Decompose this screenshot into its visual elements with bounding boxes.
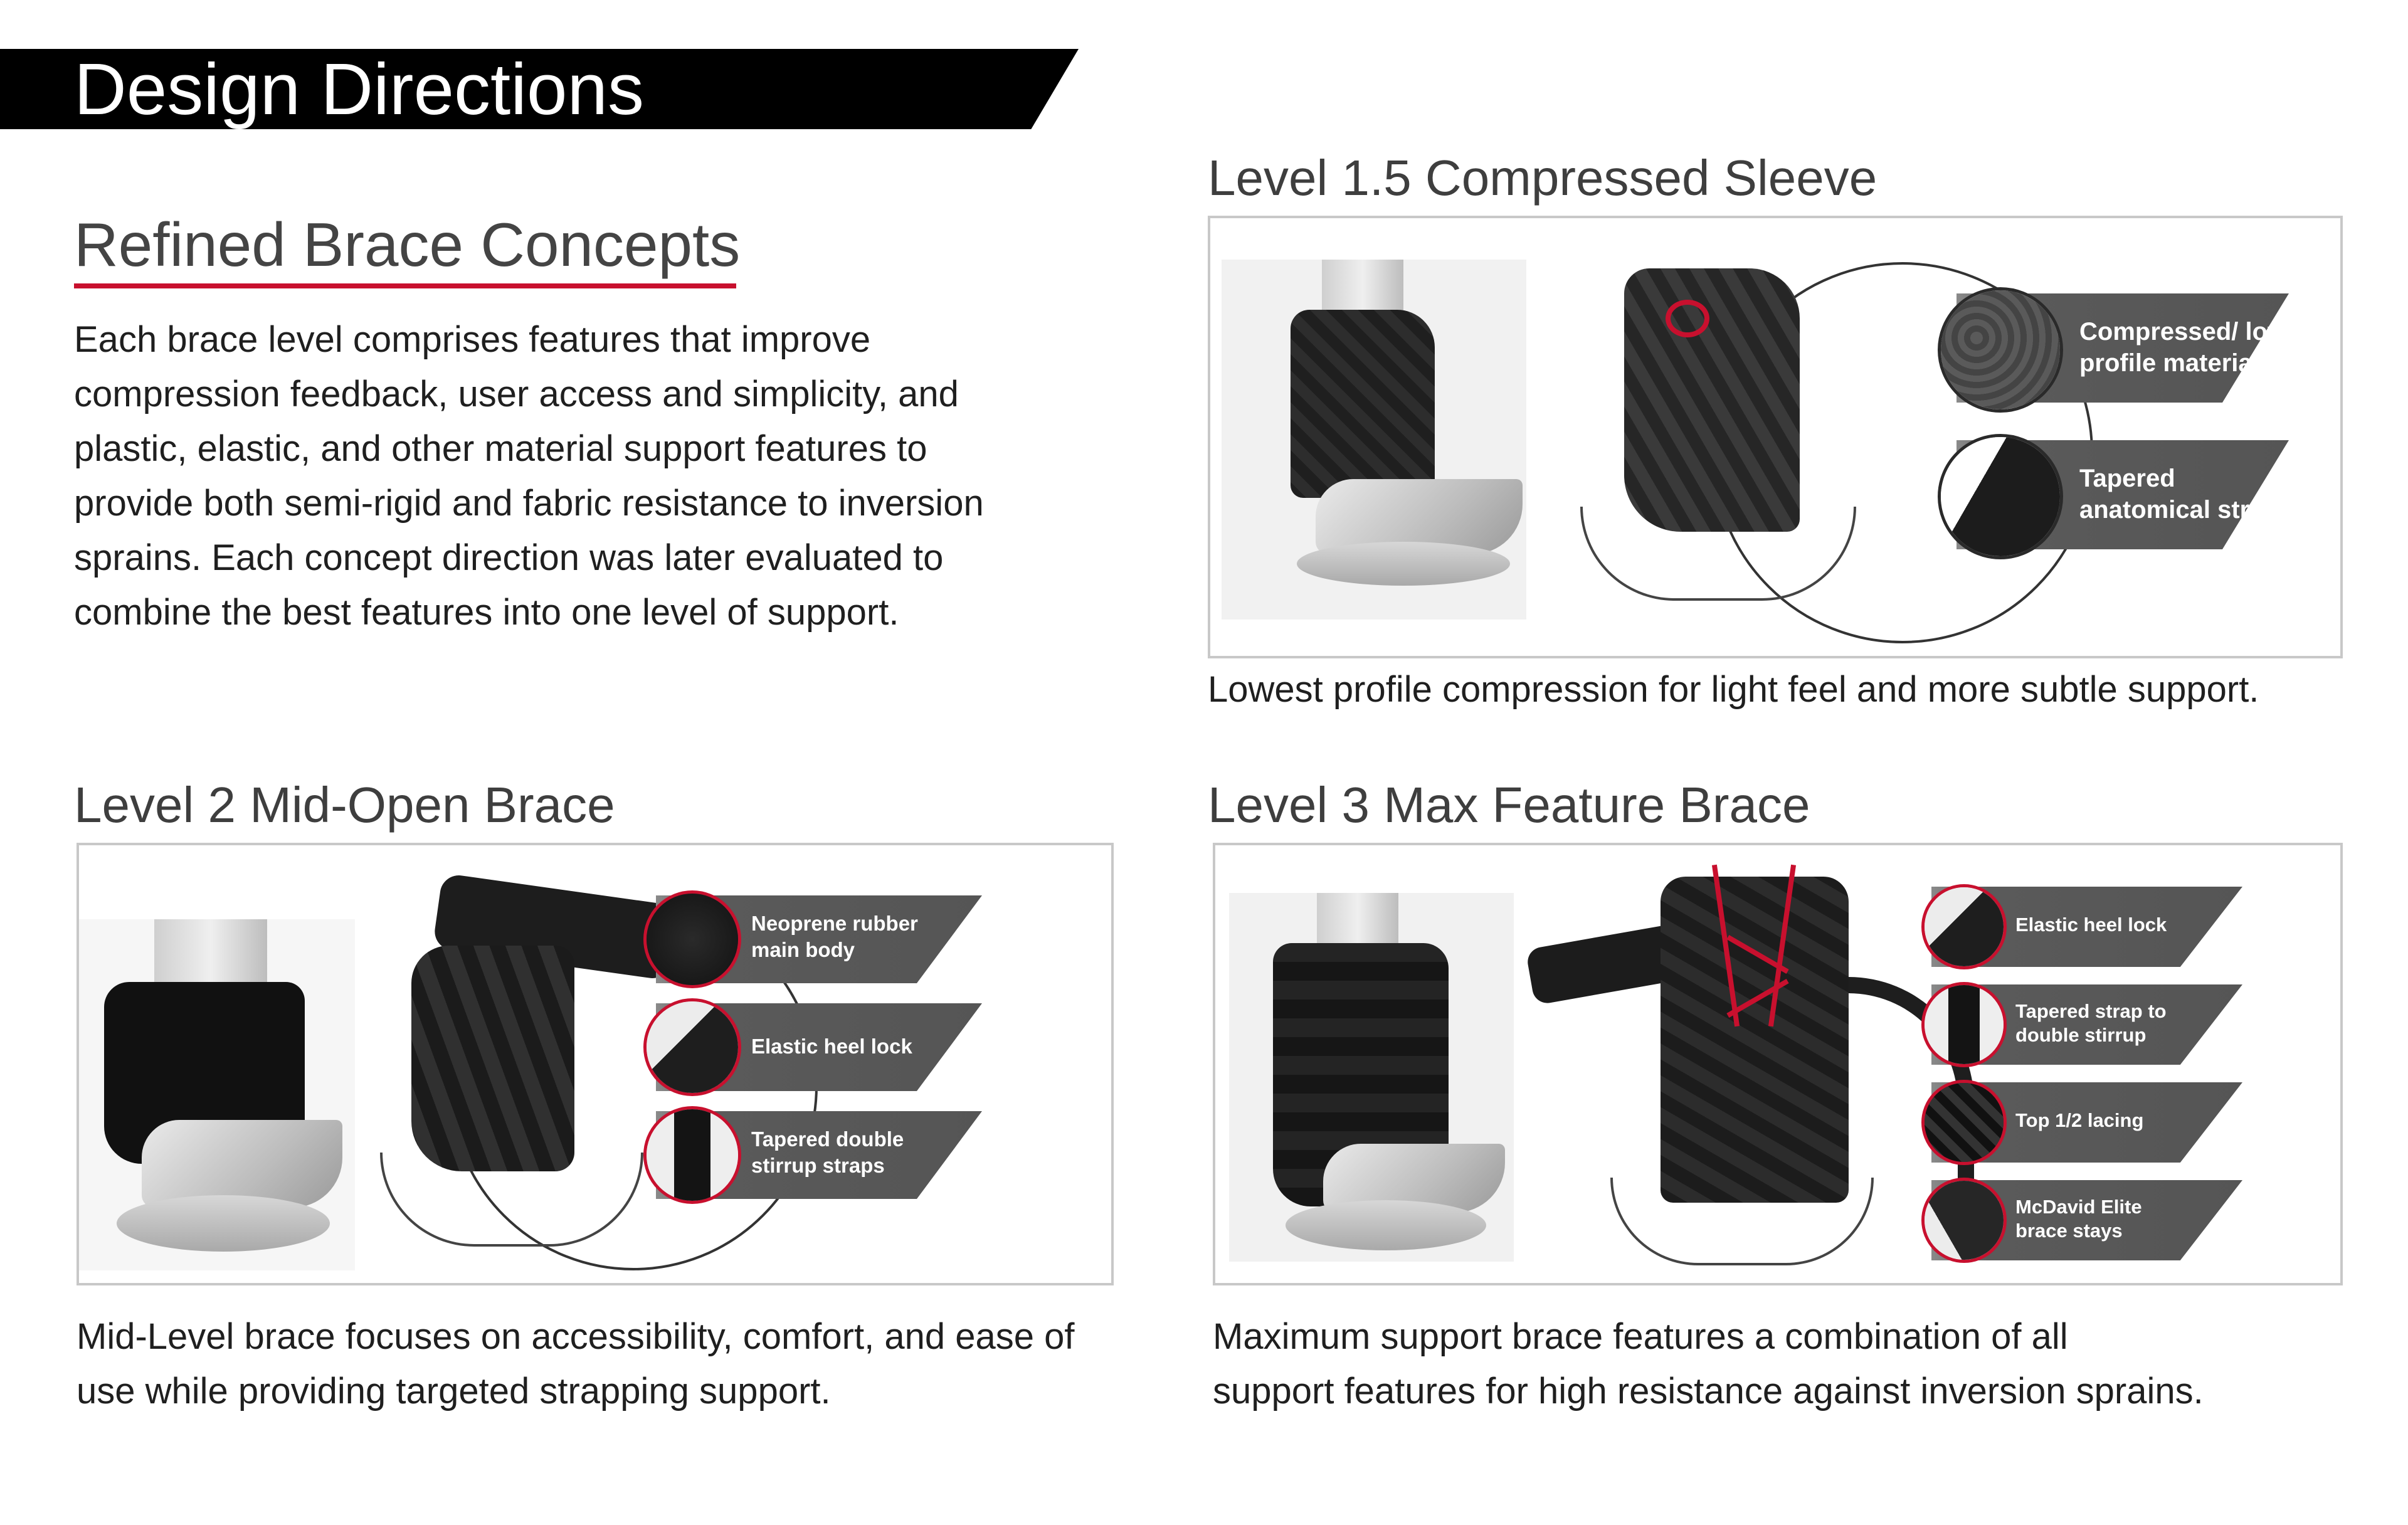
level3-callout-lacing: Top 1/2 lacing bbox=[1921, 1080, 2242, 1165]
neoprene-icon bbox=[643, 890, 741, 988]
level15-callout-compressed: Compressed/ low profile material bbox=[1938, 287, 2289, 413]
callout-label: double stirrup bbox=[2015, 1024, 2147, 1046]
lacing-icon bbox=[1921, 1080, 2007, 1165]
intro-line: sprains. Each concept direction was late… bbox=[74, 537, 944, 578]
callout-label: anatomical strap bbox=[2079, 496, 2279, 524]
callout-label: profile material bbox=[2079, 349, 2259, 377]
level3-callout-heel-lock: Elastic heel lock bbox=[1921, 884, 2242, 969]
callout-label: Tapered strap to bbox=[2015, 1000, 2167, 1022]
level3-panel: Elastic heel lock Tapered strap to doubl… bbox=[1213, 843, 2343, 1285]
intro-line: compression feedback, user access and si… bbox=[74, 374, 959, 414]
tapered-strap-icon bbox=[1921, 982, 2007, 1067]
callout-label: Neoprene rubber bbox=[751, 912, 918, 935]
callout-label: Elastic heel lock bbox=[2015, 914, 2167, 936]
level2-product-photo bbox=[79, 919, 355, 1270]
intro-line: plastic, elastic, and other material sup… bbox=[74, 428, 927, 469]
level2-callout-stirrup: Tapered double stirrup straps bbox=[643, 1106, 982, 1204]
intro-paragraph: Each brace level comprises features that… bbox=[74, 312, 1127, 640]
callout-label: Tapered bbox=[2079, 465, 2175, 492]
caption-line: Maximum support brace features a combina… bbox=[1213, 1316, 2068, 1357]
level2-callout-heel-lock: Elastic heel lock bbox=[643, 998, 982, 1096]
level15-heading: Level 1.5 Compressed Sleeve bbox=[1208, 150, 1877, 206]
level3-caption: Maximum support brace features a combina… bbox=[1213, 1309, 2392, 1418]
section-underline bbox=[74, 283, 736, 288]
level2-panel: Neoprene rubber main body Elastic heel l… bbox=[77, 843, 1114, 1285]
caption-line: Lowest profile compression for light fee… bbox=[1208, 669, 2259, 710]
callout-label: Elastic heel lock bbox=[751, 1035, 912, 1058]
level15-product-photo bbox=[1222, 260, 1526, 620]
callout-label: McDavid Elite bbox=[2015, 1196, 2142, 1218]
level3-product-photo bbox=[1229, 893, 1514, 1262]
level15-brace-sketch bbox=[1543, 243, 2093, 645]
level3-heading: Level 3 Max Feature Brace bbox=[1208, 777, 1810, 833]
callout-label: Tapered double bbox=[751, 1127, 904, 1151]
level2-callout-neoprene: Neoprene rubber main body bbox=[643, 890, 982, 988]
callout-label: stirrup straps bbox=[751, 1154, 885, 1177]
caption-line: Mid-Level brace focuses on accessibility… bbox=[77, 1316, 1075, 1357]
level15-caption: Lowest profile compression for light fee… bbox=[1208, 662, 2387, 717]
level2-heading: Level 2 Mid-Open Brace bbox=[74, 777, 615, 833]
caption-line: support features for high resistance aga… bbox=[1213, 1371, 2204, 1412]
section-title: Refined Brace Concepts bbox=[74, 210, 741, 279]
tapered-strap-icon bbox=[1938, 434, 2063, 559]
intro-line: Each brace level comprises features that… bbox=[74, 319, 871, 360]
level2-brace-sketch bbox=[342, 873, 818, 1272]
caption-line: use while providing targeted strapping s… bbox=[77, 1371, 831, 1412]
level3-callout-tapered-strap: Tapered strap to double stirrup bbox=[1921, 982, 2242, 1067]
page-title: Design Directions bbox=[74, 48, 645, 130]
level15-callout-tapered: Tapered anatomical strap bbox=[1938, 434, 2289, 559]
intro-line: combine the best features into one level… bbox=[74, 592, 899, 633]
callout-label: main body bbox=[751, 938, 855, 961]
level15-panel: Compressed/ low profile material Tapered… bbox=[1208, 216, 2343, 658]
brace-stays-icon bbox=[1921, 1178, 2007, 1263]
compressed-material-icon bbox=[1938, 287, 2063, 413]
level3-callout-stays: McDavid Elite brace stays bbox=[1921, 1178, 2242, 1263]
heel-lock-icon bbox=[643, 998, 741, 1096]
heel-lock-icon bbox=[1921, 884, 2007, 969]
callout-label: Top 1/2 lacing bbox=[2015, 1109, 2144, 1131]
callout-label: Compressed/ low bbox=[2079, 318, 2288, 346]
callout-label: brace stays bbox=[2015, 1220, 2123, 1242]
header-banner bbox=[0, 49, 1079, 129]
stirrup-straps-icon bbox=[643, 1106, 741, 1204]
intro-line: provide both semi-rigid and fabric resis… bbox=[74, 483, 984, 524]
level2-caption: Mid-Level brace focuses on accessibility… bbox=[77, 1309, 1155, 1418]
